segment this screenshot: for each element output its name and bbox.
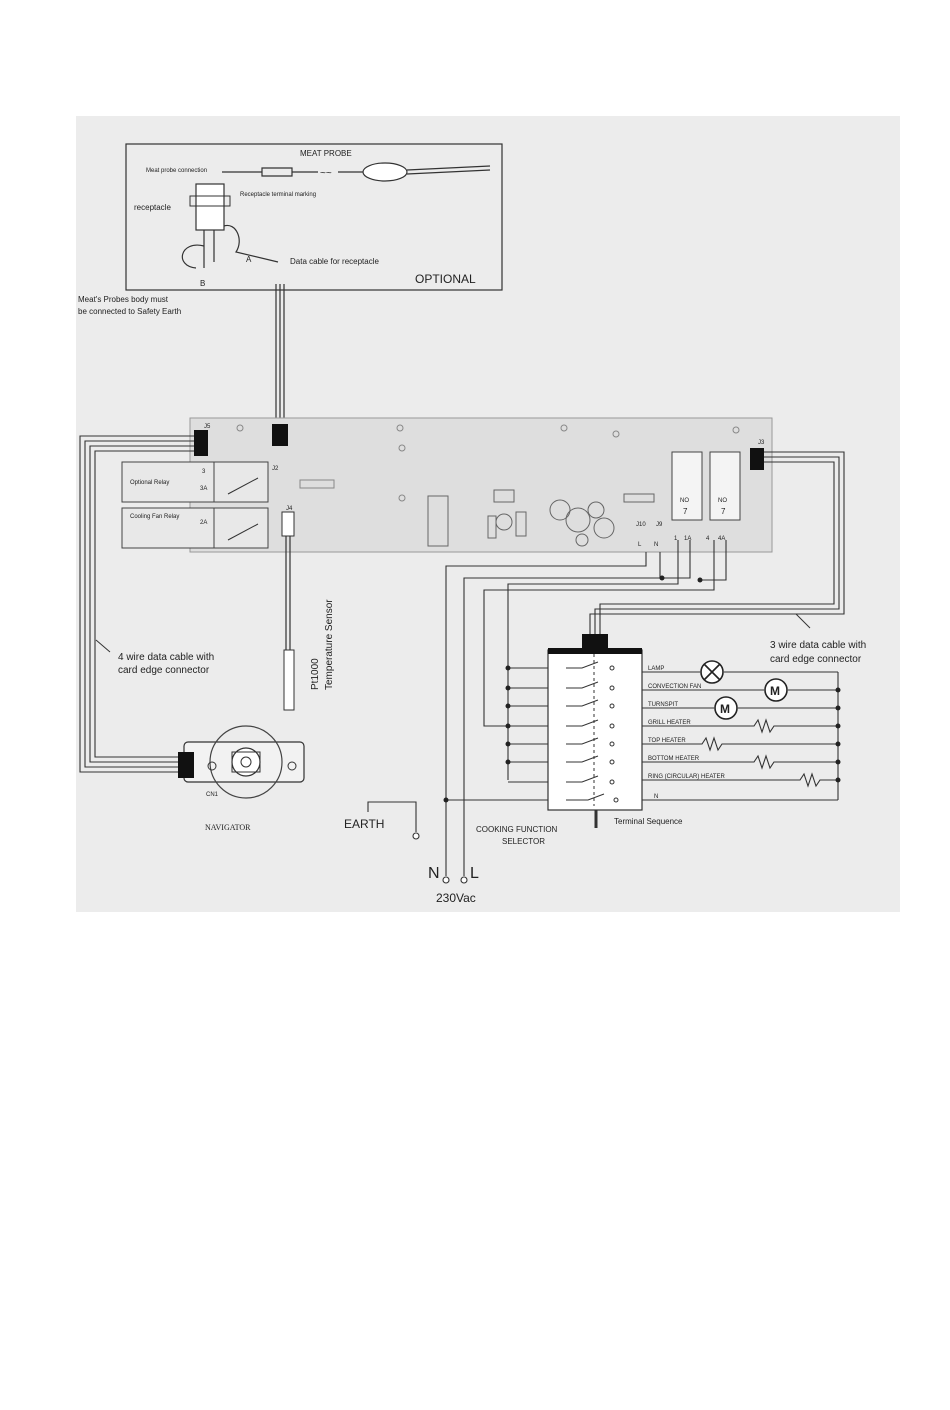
mains-voltage: 230Vac xyxy=(436,891,476,905)
n-marker: N xyxy=(654,794,658,800)
turnspit-motor-letter: M xyxy=(720,702,730,716)
sensor-label-1: Pt1000 xyxy=(310,658,321,690)
j3-label: J3 xyxy=(758,440,765,446)
cooking-function-selector xyxy=(547,634,643,828)
terminal-sequence-label: Terminal Sequence xyxy=(614,817,683,826)
term-1: 1 xyxy=(674,536,678,542)
loads: N M M LAMP CONVECTION FAN TURNSPIT GRILL… xyxy=(642,660,841,801)
fan-motor-letter: M xyxy=(770,684,780,698)
load-grill-heater: GRILL HEATER xyxy=(648,720,691,726)
load-top-heater: TOP HEATER xyxy=(648,738,686,744)
probe-connection-label: Meat probe connection xyxy=(146,168,207,174)
mains-wiring xyxy=(445,540,727,876)
mains-l-terminal xyxy=(460,876,468,884)
cooling-fan-relay-label: Cooling Fan Relay xyxy=(130,514,179,520)
term-l: L xyxy=(638,542,642,548)
meat-probe-title: MEAT PROBE xyxy=(300,149,352,158)
three-wire-label-1: 3 wire data cable with xyxy=(770,640,866,651)
j9-label: J9 xyxy=(656,522,663,528)
three-wire-label-2: card edge connector xyxy=(770,654,862,665)
sensor-label-2: Temperature Sensor xyxy=(324,599,335,690)
term-n: N xyxy=(654,542,658,548)
navigator-label: NAVIGATOR xyxy=(205,823,251,832)
earth-note-2: be connected to Safety Earth xyxy=(78,307,181,316)
selector-label-2: SELECTOR xyxy=(502,837,545,846)
four-wire-label-1: 4 wire data cable with xyxy=(118,652,214,663)
term-4a: 4A xyxy=(718,536,725,542)
optional-relay-label: Optional Relay xyxy=(130,480,169,486)
relay-num-1: 7 xyxy=(683,507,688,516)
probe-data-cable xyxy=(275,284,285,424)
relay-pin-2a: 2A xyxy=(200,520,207,526)
four-wire-cable xyxy=(79,435,194,773)
term-4: 4 xyxy=(706,536,710,542)
turnspit-motor-icon xyxy=(714,696,738,720)
load-ring-heater: RING (CIRCULAR) HEATER xyxy=(648,774,726,780)
j2-label: J2 xyxy=(272,466,279,472)
terminal-a: A xyxy=(246,255,252,264)
earth-note-1: Meat's Probes body must xyxy=(78,295,169,304)
fan-motor-icon xyxy=(764,678,788,702)
selector-label-1: COOKING FUNCTION xyxy=(476,825,558,834)
load-bottom-heater: BOTTOM HEATER xyxy=(648,756,700,762)
mains-n-terminal xyxy=(442,876,450,884)
navigator-control: CN1 xyxy=(178,725,305,799)
j4-label: J4 xyxy=(286,506,293,512)
control-board: J5 J2 J3 J4 Optional Relay 3 3A Cooling … xyxy=(121,417,773,553)
load-convection-fan: CONVECTION FAN xyxy=(648,684,701,690)
relay-no-2: NO xyxy=(718,498,727,504)
selector-input-rail xyxy=(446,667,548,801)
mains-n-label: N xyxy=(428,865,440,882)
j10-label: J10 xyxy=(636,522,646,528)
load-lamp: LAMP xyxy=(648,666,664,672)
relay-num-2: 7 xyxy=(721,507,726,516)
earth-connection xyxy=(367,801,420,840)
relay-pin-3a: 3A xyxy=(200,486,207,492)
relay-no-1: NO xyxy=(680,498,689,504)
terminal-b: B xyxy=(200,279,205,288)
four-wire-label-2: card edge connector xyxy=(118,665,210,676)
optional-label: OPTIONAL xyxy=(415,272,476,286)
mains-l-label: L xyxy=(470,865,479,882)
receptacle-label: receptacle xyxy=(134,203,171,212)
navigator-plug: CN1 xyxy=(206,792,219,798)
data-cable-label: Data cable for receptacle xyxy=(290,257,379,266)
svg-text:~~: ~~ xyxy=(320,168,332,179)
temperature-sensor: Pt1000 Temperature Sensor xyxy=(283,536,335,711)
j5-label: J5 xyxy=(204,424,211,430)
optional-probe-box: MEAT PROBE ~~ Meat probe connection Rece… xyxy=(125,143,503,291)
earth-label: EARTH xyxy=(344,817,384,831)
load-turnspit: TURNSPIT xyxy=(648,702,678,708)
terminal-marking-label: Receptacle terminal marking xyxy=(240,192,316,198)
relay-pin-3: 3 xyxy=(202,469,206,475)
three-wire-cable xyxy=(589,451,845,636)
term-1a: 1A xyxy=(684,536,691,542)
